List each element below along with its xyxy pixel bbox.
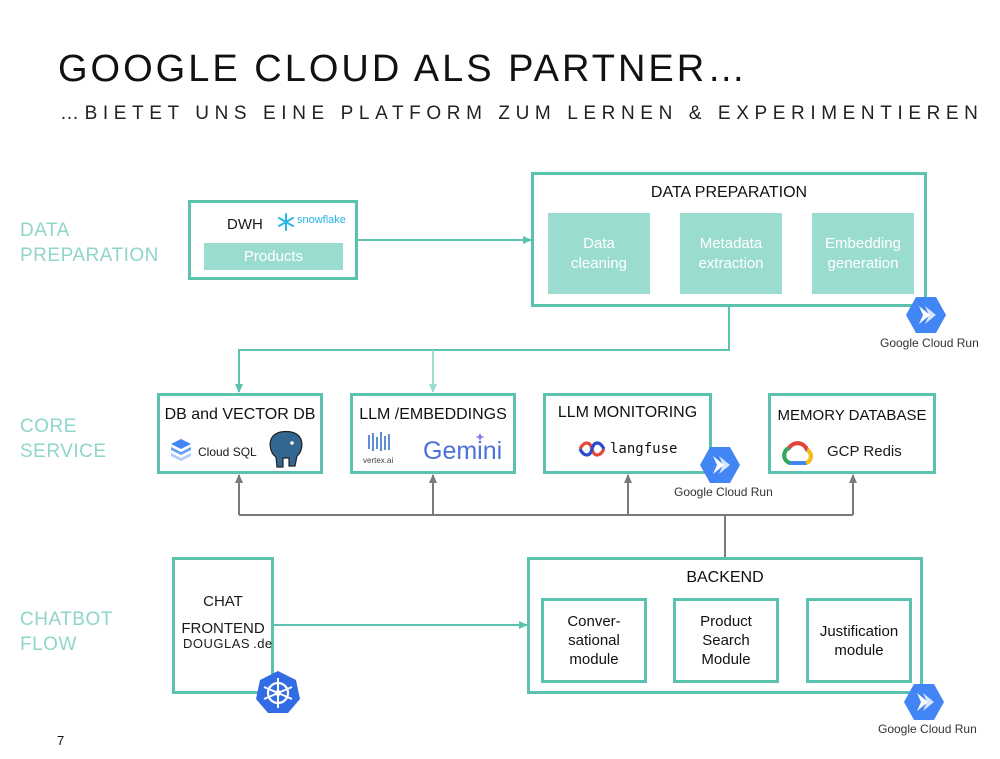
section-label-data-preparation: DATA PREPARATION xyxy=(20,218,159,268)
cloud-run-badge: Google Cloud Run xyxy=(672,446,773,506)
douglas-wordmark: DOUGLAS xyxy=(183,636,251,651)
snowflake-icon xyxy=(278,213,294,231)
module-line: Module xyxy=(701,651,751,668)
conversational-module: Conver-sational module xyxy=(541,598,647,683)
module-line: module xyxy=(834,641,884,659)
cloud-run-badge: Google Cloud Run xyxy=(878,296,979,356)
cloud-run-icon xyxy=(700,447,740,483)
module-line: Conver- xyxy=(567,613,621,630)
gemini-sparkle-icon xyxy=(475,432,485,442)
llm-monitoring-box: LLM MONITORING langfuse xyxy=(543,393,712,474)
module-line: sational xyxy=(568,632,620,649)
cloud-run-label-google: Google xyxy=(878,722,917,736)
data-preparation-title: DATA PREPARATION xyxy=(650,184,808,201)
page-subtitle: …BIETET UNS EINE PLATFORM ZUM LERNEN & E… xyxy=(60,103,984,124)
metadata-extraction-step: Metadata extraction xyxy=(680,213,782,294)
chat-frontend-title-line1: CHAT xyxy=(203,593,243,610)
cloud-run-label-rest: Cloud Run xyxy=(918,336,979,350)
embedding-generation-step: Embedding generation xyxy=(812,213,914,294)
memory-database-title: MEMORY DATABASE xyxy=(777,407,927,424)
snowflake-logo: snowflake xyxy=(277,211,357,233)
step-line: Data xyxy=(583,234,615,252)
cloud-run-label-google: Google xyxy=(880,336,919,350)
section-label-chatbot-flow: CHATBOT FLOW xyxy=(20,607,113,657)
cloud-run-icon xyxy=(904,684,944,720)
kubernetes-icon xyxy=(256,671,300,713)
google-cloud-icon xyxy=(782,441,813,465)
dwh-box: DWH snowflake Products xyxy=(188,200,358,280)
cloud-sql-label: Cloud SQL xyxy=(198,445,257,459)
langfuse-icon xyxy=(578,441,606,457)
module-line: Search xyxy=(702,632,750,649)
cloud-run-label: Google Cloud Run xyxy=(878,722,977,736)
module-line: module xyxy=(569,651,619,668)
step-line: Embedding xyxy=(825,234,901,252)
module-line: Justification xyxy=(819,622,899,640)
section-line: SERVICE xyxy=(20,441,107,462)
section-label-core-service: CORE SERVICE xyxy=(20,414,107,464)
douglas-logo: DOUGLAS.de xyxy=(183,636,273,651)
data-preparation-box: DATA PREPARATION Data cleaning Metadata ex… xyxy=(531,172,927,307)
cloud-run-label-google: Google xyxy=(674,485,713,499)
vertex-ai-label: vertex.ai xyxy=(363,456,394,465)
backend-title: BACKEND xyxy=(686,569,764,586)
douglas-suffix: .de xyxy=(253,636,273,651)
llm-embeddings-box: LLM /EMBEDDINGS vertex.ai Gemini xyxy=(350,393,516,474)
section-line: DATA xyxy=(20,220,70,241)
cloud-sql-icon xyxy=(171,439,191,461)
cloud-run-label-rest: Cloud Run xyxy=(712,485,773,499)
gemini-logo: Gemini xyxy=(423,437,503,465)
section-line: FLOW xyxy=(20,634,77,655)
langfuse-label: langfuse xyxy=(610,441,678,457)
gcp-redis-label: GCP Redis xyxy=(827,443,902,460)
page-number: 7 xyxy=(57,733,65,748)
snowflake-wordmark: snowflake xyxy=(297,214,346,226)
postgresql-elephant-icon xyxy=(269,430,303,468)
step-line: generation xyxy=(827,254,899,272)
cloud-run-label: Google Cloud Run xyxy=(880,336,979,350)
section-line: CHATBOT xyxy=(20,609,113,630)
llm-monitoring-title: LLM MONITORING xyxy=(557,404,698,421)
products-tile: Products xyxy=(204,243,343,270)
cloud-run-label: Google Cloud Run xyxy=(674,485,773,499)
step-line: Metadata xyxy=(699,234,763,252)
memory-database-box: MEMORY DATABASE GCP Redis xyxy=(768,393,936,474)
cloud-run-label-rest: Cloud Run xyxy=(916,722,977,736)
llm-embeddings-title: LLM /EMBEDDINGS xyxy=(359,406,507,423)
page-title: GOOGLE CLOUD ALS PARTNER… xyxy=(58,48,749,90)
step-line: cleaning xyxy=(571,254,627,272)
chat-frontend-title-line2: FRONTEND xyxy=(181,620,265,637)
module-line: Product xyxy=(700,613,752,630)
db-vector-db-title: DB and VECTOR DB xyxy=(164,406,316,423)
cloud-run-badge: Google Cloud Run xyxy=(876,683,977,743)
section-line: CORE xyxy=(20,416,77,437)
step-line: extraction xyxy=(698,254,764,272)
db-vector-db-box: DB and VECTOR DB Cloud SQL xyxy=(157,393,323,474)
chat-frontend-box: CHAT FRONTEND DOUGLAS.de xyxy=(172,557,274,694)
cloud-run-icon xyxy=(906,297,946,333)
data-cleaning-step: Data cleaning xyxy=(548,213,650,294)
arrow-dataprep-to-db xyxy=(235,307,730,393)
dwh-title: DWH xyxy=(227,216,263,233)
vertex-ai-icon xyxy=(368,432,390,451)
section-line: PREPARATION xyxy=(20,245,159,266)
